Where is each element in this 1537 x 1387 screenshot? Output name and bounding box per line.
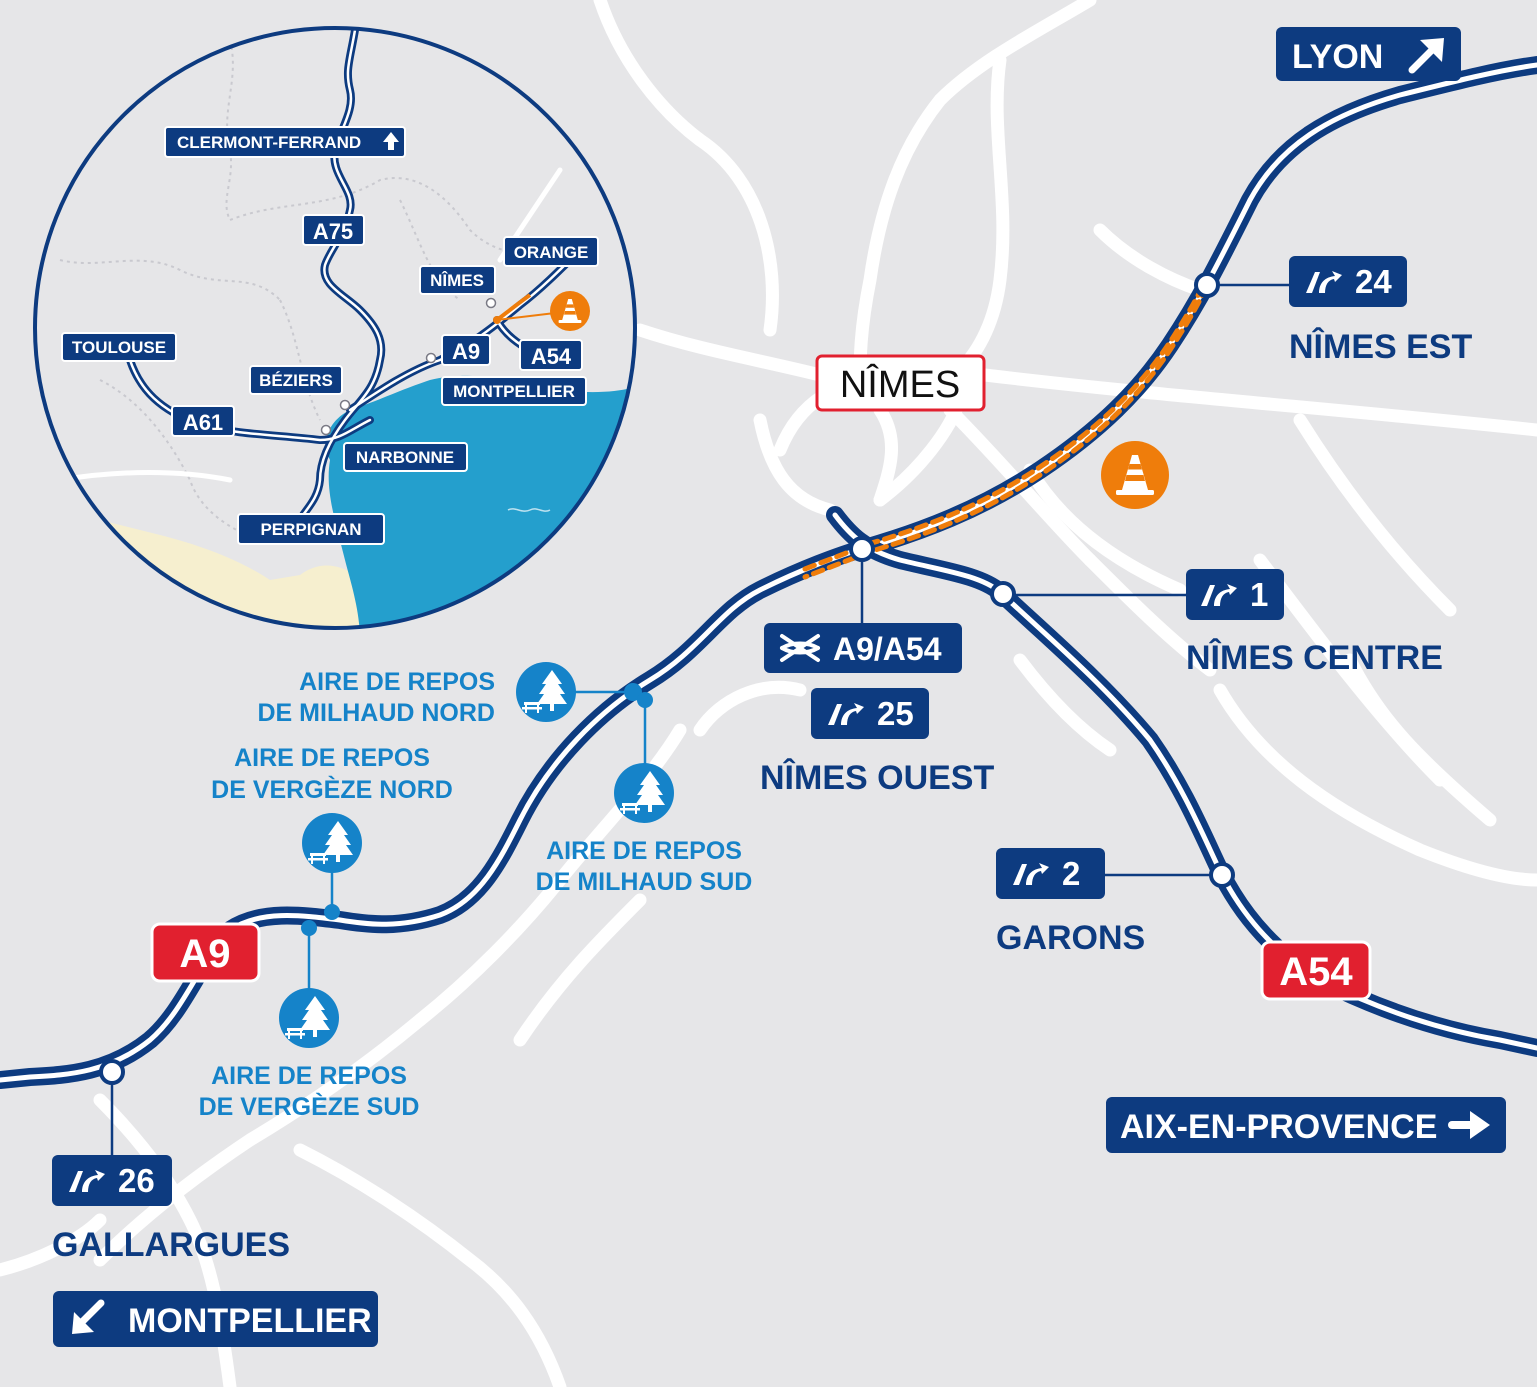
node-garons [1209, 862, 1235, 888]
inset-label-a54: A54 [519, 339, 583, 371]
node-gallargues [99, 1059, 125, 1085]
inset-label-a9: A9 [441, 334, 491, 366]
inset-label-narbonne: NARBONNE [343, 442, 468, 472]
interchange-icon [780, 634, 820, 662]
inset-text: NÎMES [430, 271, 484, 290]
inset-label-nimes: NÎMES [419, 265, 496, 295]
shield-a54[interactable]: A54 [1260, 940, 1372, 1001]
rest-area-line1: AIRE DE REPOS [546, 837, 742, 865]
interchange-label: A9/A54 [833, 631, 942, 667]
interchange-a9-a54[interactable]: A9/A54 [764, 623, 962, 673]
rest-area-line2: DE MILHAUD SUD [536, 868, 753, 896]
direction-sign-lyon[interactable]: LYON [1276, 27, 1461, 81]
motorway-nodes [99, 272, 1235, 1085]
exit-number: 1 [1250, 576, 1268, 613]
exit-name-nimes-est: NÎMES EST [1289, 328, 1472, 366]
direction-label: MONTPELLIER [128, 1302, 372, 1340]
inset-text: A61 [183, 410, 223, 435]
exit-name-gallargues: GALLARGUES [52, 1226, 290, 1264]
rest-area-vergeze-sud[interactable]: AIRE DE REPOS DE VERGÈZE SUD [199, 988, 420, 1121]
exit-garons[interactable]: 2 [996, 848, 1105, 899]
exit-nimes-est[interactable]: 24 [1289, 256, 1407, 307]
rest-area-vergeze-nord[interactable]: AIRE DE REPOS DE VERGÈZE NORD [211, 744, 453, 873]
direction-sign-montpellier[interactable]: MONTPELLIER [53, 1291, 378, 1347]
node-nimes-centre [990, 581, 1016, 607]
direction-label: LYON [1292, 38, 1383, 76]
city-name: NÎMES [840, 363, 960, 406]
inset-label-a61: A61 [171, 405, 235, 437]
node-a9-a54 [849, 536, 875, 562]
rest-area-milhaud-nord[interactable]: AIRE DE REPOS DE MILHAUD NORD [258, 662, 577, 727]
inset-text: BÉZIERS [259, 371, 333, 390]
connector-lines [110, 283, 1292, 1158]
inset-text: PERPIGNAN [260, 520, 361, 539]
exit-nimes-centre[interactable]: 1 [1186, 569, 1284, 620]
inset-text: A9 [452, 339, 480, 364]
shield-label: A54 [1279, 950, 1353, 994]
exit-number: 25 [877, 695, 914, 732]
exit-gallargues[interactable]: 26 [52, 1155, 172, 1206]
exit-number: 2 [1062, 855, 1080, 892]
arrow-up-right-icon [1408, 38, 1444, 74]
direction-label: AIX-EN-PROVENCE [1120, 1108, 1437, 1146]
city-label-nimes[interactable]: NÎMES [815, 354, 986, 412]
arrow-right-icon [1448, 1111, 1490, 1139]
exit-name-nimes-ouest: NÎMES OUEST [760, 759, 994, 797]
inset-label-orange: ORANGE [503, 236, 599, 267]
inset-label-montpellier: MONTPELLIER [441, 376, 587, 406]
inset-label-beziers: BÉZIERS [249, 365, 343, 395]
exit-nimes-ouest[interactable]: 25 [811, 688, 929, 739]
arrow-up-icon [383, 132, 399, 150]
inset-label-clermont: CLERMONT-FERRAND [164, 126, 406, 158]
inset-text: NARBONNE [356, 448, 454, 467]
shield-label: A9 [179, 932, 230, 976]
inset-text: CLERMONT-FERRAND [177, 133, 361, 152]
rest-area-line2: DE VERGÈZE NORD [211, 775, 453, 804]
arrow-down-left-icon [72, 1299, 105, 1334]
direction-sign-aix[interactable]: AIX-EN-PROVENCE [1106, 1097, 1506, 1153]
inset-label-toulouse: TOULOUSE [61, 332, 177, 362]
inset-labels: CLERMONT-FERRAND A75 ORANGE NÎMES TOULOU… [61, 126, 599, 545]
rest-area-milhaud-sud[interactable]: AIRE DE REPOS DE MILHAUD SUD [536, 763, 753, 896]
inset-traffic-cone-icon[interactable] [550, 291, 590, 331]
inset-text: A75 [313, 219, 353, 244]
exit-name-garons: GARONS [996, 919, 1145, 957]
inset-label-a75: A75 [302, 214, 365, 246]
exit-number: 26 [118, 1162, 155, 1199]
rest-area-nodes [301, 683, 653, 936]
rest-area-line2: DE MILHAUD NORD [258, 699, 496, 727]
node-nimes-est [1194, 272, 1220, 298]
shield-a9[interactable]: A9 [150, 922, 261, 983]
inset-text: MONTPELLIER [453, 382, 575, 401]
rest-area-line1: AIRE DE REPOS [234, 744, 430, 772]
inset-label-perpignan: PERPIGNAN [237, 513, 385, 545]
rest-area-line1: AIRE DE REPOS [211, 1062, 407, 1090]
rest-area-line1: AIRE DE REPOS [299, 668, 495, 696]
rest-area-line2: DE VERGÈZE SUD [199, 1092, 420, 1121]
inset-text: TOULOUSE [72, 338, 166, 357]
exit-number: 24 [1355, 263, 1392, 300]
inset-text: A54 [531, 344, 572, 369]
rest-area-connectors [307, 690, 647, 995]
exit-name-nimes-centre: NÎMES CENTRE [1186, 639, 1443, 677]
traffic-cone-icon[interactable] [1101, 441, 1169, 509]
inset-text: ORANGE [514, 243, 589, 262]
